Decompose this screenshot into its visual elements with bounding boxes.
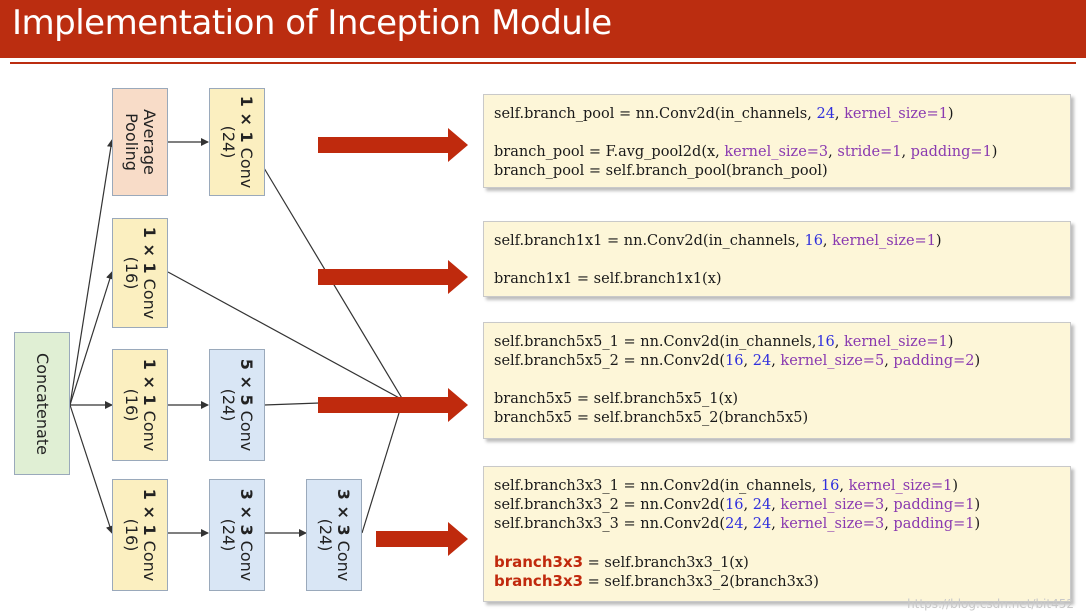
code-line: branch_pool = F.avg_pool2d(x, kernel_siz… bbox=[494, 144, 998, 160]
code-blank-line bbox=[494, 251, 1060, 270]
code-line: branch3x3 = self.branch3x3_1(x) bbox=[494, 553, 749, 571]
code-line: self.branch5x5_1 = nn.Conv2d(in_channels… bbox=[494, 334, 954, 350]
average-pooling-node: Average Pooling bbox=[112, 88, 168, 196]
pool-conv-label: 1 × 1 Conv (24) bbox=[219, 95, 256, 188]
code-line: self.branch3x3_1 = nn.Conv2d(in_channels… bbox=[494, 478, 959, 494]
red-arrow-b1 bbox=[318, 260, 468, 294]
watermark: https://blog.csdn.net/bit452 bbox=[907, 597, 1074, 611]
b1-conv-label: 1 × 1 Conv (16) bbox=[122, 226, 159, 319]
b3-conv2-label: 3 × 3 Conv (24) bbox=[219, 488, 256, 581]
code-line: branch_pool = self.branch_pool(branch_po… bbox=[494, 163, 828, 179]
b3-conv2-kernel: 3 × 3 bbox=[237, 488, 256, 536]
red-arrow-b3 bbox=[376, 522, 468, 556]
b1-conv-kernel: 1 × 1 bbox=[140, 226, 159, 274]
code-blank-line bbox=[494, 371, 1060, 390]
b5-conv1-node: 1 × 1 Conv (16) bbox=[112, 349, 168, 461]
b5-conv2-kernel: 5 × 5 bbox=[237, 358, 256, 406]
converge-b1 bbox=[167, 271, 404, 401]
red-arrow-b5 bbox=[318, 388, 468, 422]
code-blank-line bbox=[494, 124, 1060, 143]
code-box-b3: self.branch3x3_1 = nn.Conv2d(in_channels… bbox=[483, 466, 1071, 602]
b3-conv1-node: 1 × 1 Conv (16) bbox=[112, 479, 168, 591]
code-line: self.branch1x1 = nn.Conv2d(in_channels, … bbox=[494, 233, 942, 249]
b1-conv-node: 1 × 1 Conv (16) bbox=[112, 218, 168, 328]
code-line: self.branch3x3_3 = nn.Conv2d(24, 24, ker… bbox=[494, 516, 981, 532]
concatenate-node: Concatenate bbox=[14, 332, 70, 475]
b5-conv1-label: 1 × 1 Conv (16) bbox=[122, 358, 159, 451]
code-line: branch5x5 = self.branch5x5_1(x) bbox=[494, 391, 739, 407]
pool-conv-kernel: 1 × 1 bbox=[237, 95, 256, 143]
title-underline bbox=[10, 62, 1076, 64]
edge-concat-b3 bbox=[69, 404, 114, 534]
code-line: branch3x3 = self.branch3x3_2(branch3x3) bbox=[494, 572, 819, 590]
code-line: self.branch_pool = nn.Conv2d(in_channels… bbox=[494, 106, 954, 122]
code-blank-line bbox=[494, 534, 1060, 553]
b5-conv2-label: 5 × 5 Conv (24) bbox=[219, 358, 256, 451]
b3-conv3-label: 3 × 3 Conv (24) bbox=[316, 488, 353, 581]
red-arrow-pool bbox=[318, 128, 468, 162]
pool-conv-node: 1 × 1 Conv (24) bbox=[209, 88, 265, 196]
code-box-b5: self.branch5x5_1 = nn.Conv2d(in_channels… bbox=[483, 322, 1071, 439]
code-line: branch1x1 = self.branch1x1(x) bbox=[494, 271, 722, 287]
b3-conv3-kernel: 3 × 3 bbox=[334, 488, 353, 536]
converge-b3 bbox=[361, 399, 404, 534]
code-box-pool: self.branch_pool = nn.Conv2d(in_channels… bbox=[483, 94, 1071, 188]
edge-concat-pool bbox=[69, 139, 115, 406]
code-line: self.branch5x5_2 = nn.Conv2d(16, 24, ker… bbox=[494, 353, 981, 369]
b3-conv1-kernel: 1 × 1 bbox=[140, 488, 159, 536]
slide-title: Implementation of Inception Module bbox=[12, 3, 612, 43]
b3-conv3-node: 3 × 3 Conv (24) bbox=[306, 479, 362, 591]
b3-conv1-label: 1 × 1 Conv (16) bbox=[122, 488, 159, 581]
code-box-b1: self.branch1x1 = nn.Conv2d(in_channels, … bbox=[483, 221, 1071, 297]
b5-conv1-kernel: 1 × 1 bbox=[140, 358, 159, 406]
code-line: branch5x5 = self.branch5x5_2(branch5x5) bbox=[494, 410, 809, 426]
b5-conv2-node: 5 × 5 Conv (24) bbox=[209, 349, 265, 461]
code-line: self.branch3x3_2 = nn.Conv2d(16, 24, ker… bbox=[494, 497, 981, 513]
average-pooling-label: Average Pooling bbox=[122, 109, 159, 175]
concatenate-label: Concatenate bbox=[33, 352, 52, 455]
b3-conv2-node: 3 × 3 Conv (24) bbox=[209, 479, 265, 591]
edge-concat-b1 bbox=[69, 271, 114, 406]
